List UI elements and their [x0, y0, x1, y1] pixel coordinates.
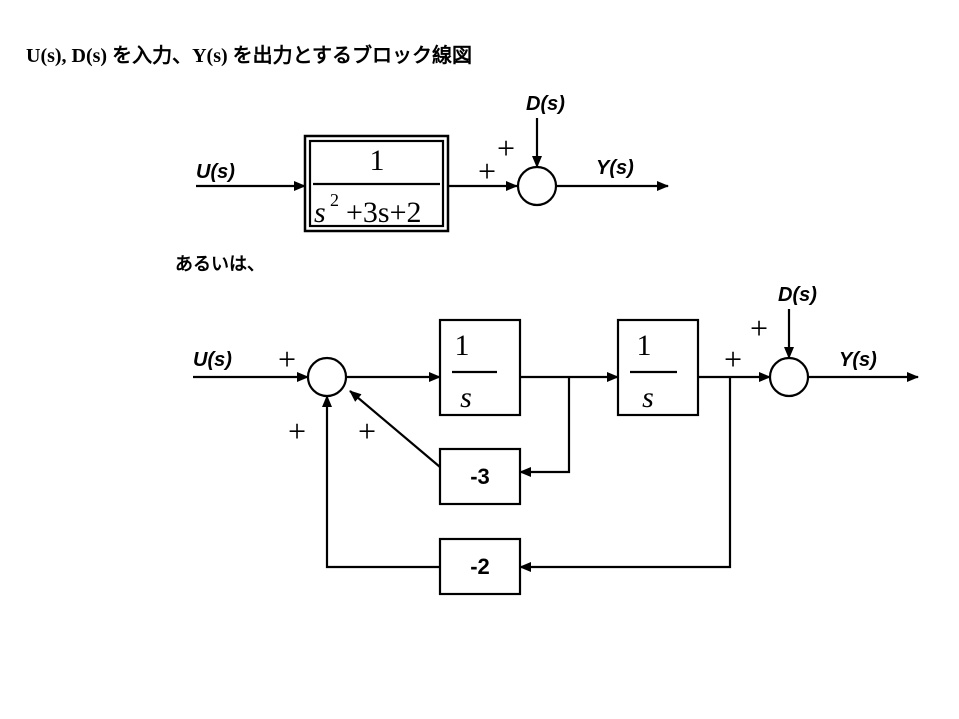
top-input-label: U(s) [196, 161, 235, 183]
integrator2-denominator: s [642, 381, 654, 414]
bottom-disturbance-label: D(s) [778, 284, 817, 306]
sum1-sign-bottom: + [288, 413, 306, 449]
gain1-block [438, 447, 522, 506]
feedback-path-gain2 [519, 377, 732, 572]
top-summing-junction [516, 165, 558, 207]
top-disturbance-label: D(s) [526, 93, 565, 115]
first-summing-junction [306, 356, 348, 398]
top-tf-den-exp: 2 [330, 190, 339, 210]
top-tf-den-rest: +3s+2 [346, 196, 422, 229]
integrator1-denominator: s [460, 381, 472, 414]
bottom-diagram: U(s) + 1 s 1 s + + D(s) Y(s) -3 + -2 + [193, 284, 919, 596]
top-diagram: U(s) 1 s 2 +3s+2 + + D(s) Y(s) [196, 93, 669, 233]
top-tf-numerator: 1 [370, 144, 385, 177]
sum1-sign-input: + [278, 341, 296, 377]
bottom-input-label: U(s) [193, 349, 232, 371]
gain2-to-sum1-arrow [322, 395, 440, 569]
page-title: U(s), D(s) を入力、Y(s) を出力とするブロック線図 [26, 43, 472, 67]
gain2-value: -2 [470, 554, 490, 579]
top-output-label: Y(s) [596, 157, 634, 179]
integrator1-numerator: 1 [455, 329, 470, 362]
top-sum-sign-left: + [478, 153, 496, 189]
sum2-sign-left: + [724, 341, 742, 377]
integrator2-numerator: 1 [637, 329, 652, 362]
gain2-block [438, 537, 522, 596]
gain1-to-sum1-arrow [349, 390, 441, 468]
sum2-sign-top: + [750, 310, 768, 346]
top-tf-den-s: s [314, 196, 326, 229]
or-text: あるいは、 [175, 254, 265, 275]
integrator1-block [438, 318, 522, 417]
feedback-path-gain1 [519, 377, 571, 477]
second-summing-junction [768, 356, 810, 398]
top-sum-sign-top: + [497, 130, 515, 166]
top-transfer-block-inner [308, 139, 445, 228]
gain1-value: -3 [470, 464, 490, 489]
bottom-output-label: Y(s) [839, 349, 877, 371]
sum1-sign-diag: + [358, 413, 376, 449]
integrator2-block [616, 318, 700, 417]
